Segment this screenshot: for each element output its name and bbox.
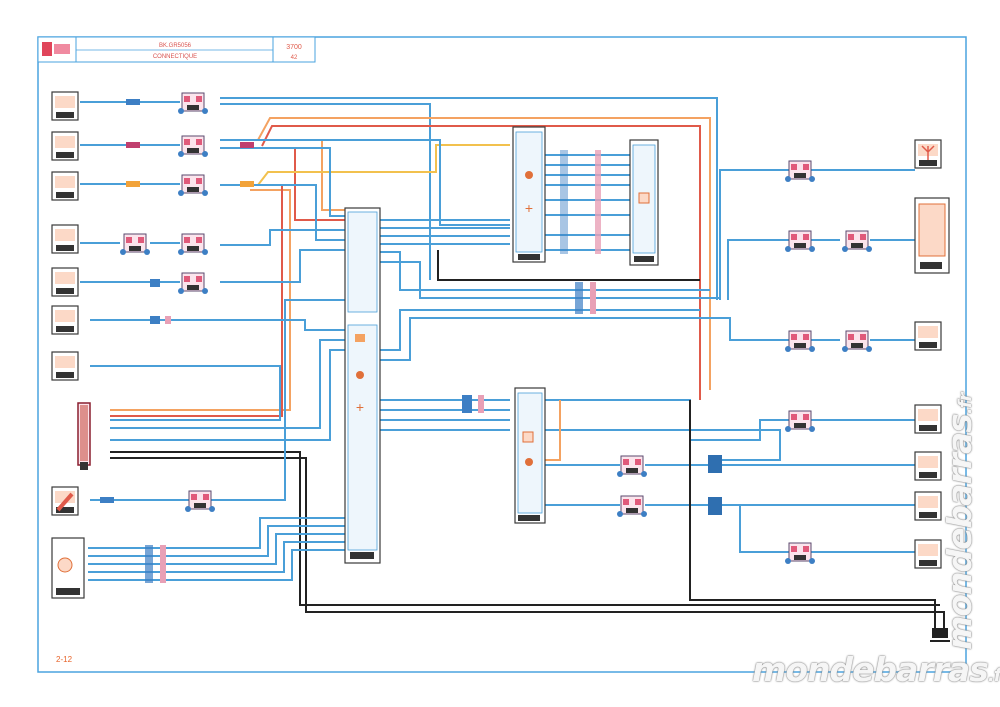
- speaker-1: [914, 321, 942, 351]
- device-4: [51, 224, 79, 254]
- speaker-4: [914, 491, 942, 521]
- right-devices: [616, 139, 950, 569]
- speaker-3: [914, 451, 942, 481]
- left-devices: [51, 91, 91, 599]
- inline-marks: [100, 99, 722, 583]
- brand-logo-icon: [42, 42, 52, 56]
- speaker-5: [914, 539, 942, 569]
- watermark-bottom: mondebarras.fr: [752, 650, 1000, 689]
- title-code-sub: 42: [291, 55, 298, 61]
- device-5: [51, 267, 79, 297]
- page-reference: 2-12: [56, 655, 73, 664]
- title-box: [75, 36, 274, 63]
- device-7: [51, 351, 79, 381]
- title-line1: BK.GR5056: [159, 43, 192, 49]
- code-box: [272, 36, 316, 63]
- device-3: [51, 171, 79, 201]
- antenna-icon: [921, 145, 935, 160]
- title-line2: CONNECTIQUE: [153, 54, 197, 60]
- device-2: [51, 131, 79, 161]
- watermark-side: mondebarras.fr: [940, 393, 979, 650]
- svg-text:+: +: [356, 399, 364, 415]
- svg-text:+: +: [525, 200, 533, 216]
- sheet-frame: [37, 36, 967, 673]
- device-6: [51, 305, 79, 335]
- speaker-2: [914, 404, 942, 434]
- title-code: 3700: [286, 44, 302, 51]
- device-1: [51, 91, 79, 121]
- ground-icon: [930, 628, 950, 642]
